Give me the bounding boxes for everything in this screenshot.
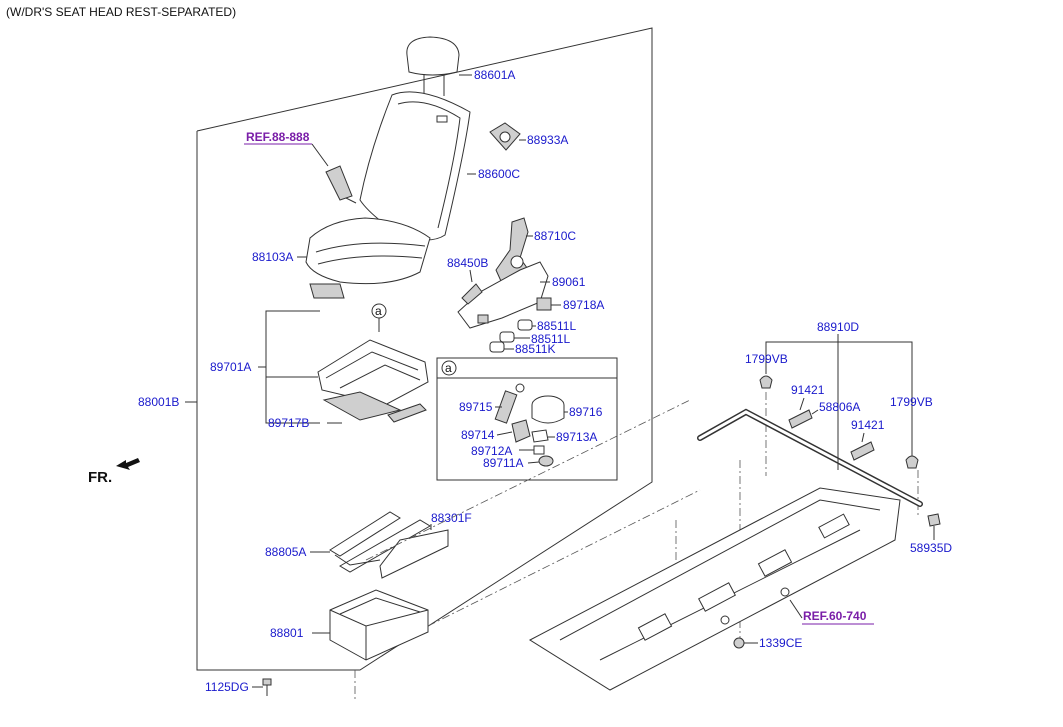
grommet-part bbox=[927, 513, 941, 527]
lumbar-module-part bbox=[489, 122, 521, 151]
seat-track-frame-part bbox=[317, 339, 429, 423]
detail-box-a bbox=[436, 357, 618, 481]
label-88450B[interactable]: 88450B bbox=[447, 256, 488, 270]
label-88601A[interactable]: 88601A bbox=[474, 68, 515, 82]
label-1799VB-right[interactable]: 1799VB bbox=[890, 395, 933, 409]
seat-back-part bbox=[359, 91, 471, 241]
label-88301F[interactable]: 88301F bbox=[431, 511, 472, 525]
label-88103A[interactable]: 88103A bbox=[252, 250, 293, 264]
cushion-bracket-part bbox=[309, 283, 345, 299]
label-88600C[interactable]: 88600C bbox=[478, 167, 520, 181]
label-88511L-upper[interactable]: 88511L bbox=[537, 319, 576, 333]
label-88933A[interactable]: 88933A bbox=[527, 133, 568, 147]
callout-a-letter: a bbox=[375, 304, 382, 318]
hose-clamp-right-part bbox=[905, 455, 919, 469]
hose-clamp-left-part bbox=[759, 375, 773, 389]
label-58806A[interactable]: 58806A bbox=[819, 400, 860, 414]
label-91421-right[interactable]: 91421 bbox=[851, 418, 885, 432]
connector-part bbox=[531, 429, 549, 443]
reference-88-888[interactable]: REF.88-888 bbox=[246, 130, 310, 144]
pump-bracket-part bbox=[511, 419, 531, 443]
front-direction-arrow-icon bbox=[116, 458, 140, 470]
seat-riser-part bbox=[329, 589, 429, 661]
assembly-outline bbox=[196, 27, 653, 671]
label-91421-left[interactable]: 91421 bbox=[791, 383, 825, 397]
label-89716[interactable]: 89716 bbox=[569, 405, 603, 419]
vent-tube-part bbox=[697, 408, 923, 507]
adjust-knobs-part bbox=[489, 319, 533, 353]
lever-knob-part bbox=[461, 283, 483, 305]
switch-part bbox=[536, 297, 552, 311]
seat-cushion-part bbox=[305, 217, 431, 285]
label-88710C[interactable]: 88710C bbox=[534, 229, 576, 243]
label-89717B[interactable]: 89717B bbox=[268, 416, 309, 430]
airbag-module-part bbox=[325, 165, 353, 201]
clip-part bbox=[533, 445, 545, 455]
label-89061[interactable]: 89061 bbox=[552, 275, 586, 289]
label-89713A[interactable]: 89713A bbox=[556, 430, 597, 444]
lumbar-actuator-part bbox=[494, 383, 525, 424]
rail-cover-part bbox=[379, 529, 449, 579]
label-88801[interactable]: 88801 bbox=[270, 626, 304, 640]
cap-part bbox=[538, 455, 554, 467]
label-89711A[interactable]: 89711A bbox=[483, 456, 523, 470]
floor-panel-part bbox=[528, 487, 901, 691]
nut-part bbox=[733, 637, 745, 649]
label-88910D[interactable]: 88910D bbox=[817, 320, 859, 334]
lumbar-motor-part bbox=[531, 395, 565, 424]
tape-right-part bbox=[850, 441, 875, 461]
bolt-part bbox=[262, 678, 272, 696]
label-1339CE[interactable]: 1339CE bbox=[759, 636, 802, 650]
detail-a-circle bbox=[441, 360, 457, 376]
side-shield-part bbox=[457, 261, 549, 329]
label-89701A[interactable]: 89701A bbox=[210, 360, 251, 374]
label-88805A[interactable]: 88805A bbox=[265, 545, 306, 559]
tape-left-part bbox=[788, 409, 813, 429]
detail-a-letter: a bbox=[445, 361, 452, 375]
reference-60-740[interactable]: REF.60-740 bbox=[803, 609, 867, 623]
front-direction-label: FR. bbox=[88, 469, 112, 486]
label-88511K[interactable]: 88511K bbox=[515, 342, 555, 356]
diagram-header: (W/DR'S SEAT HEAD REST-SEPARATED) bbox=[6, 5, 236, 19]
seat-rail-part bbox=[329, 511, 431, 573]
label-89715[interactable]: 89715 bbox=[459, 400, 493, 414]
label-89714[interactable]: 89714 bbox=[461, 428, 495, 442]
label-1799VB-left[interactable]: 1799VB bbox=[745, 352, 788, 366]
label-88511L-lower[interactable]: 88511L bbox=[531, 332, 570, 346]
label-89712A[interactable]: 89712A bbox=[471, 444, 512, 458]
headrest-part bbox=[406, 36, 460, 96]
label-89718A[interactable]: 89718A bbox=[563, 298, 604, 312]
label-1125DG[interactable]: 1125DG bbox=[205, 680, 249, 694]
label-58935D[interactable]: 58935D bbox=[910, 541, 952, 555]
label-88001B[interactable]: 88001B bbox=[138, 395, 179, 409]
